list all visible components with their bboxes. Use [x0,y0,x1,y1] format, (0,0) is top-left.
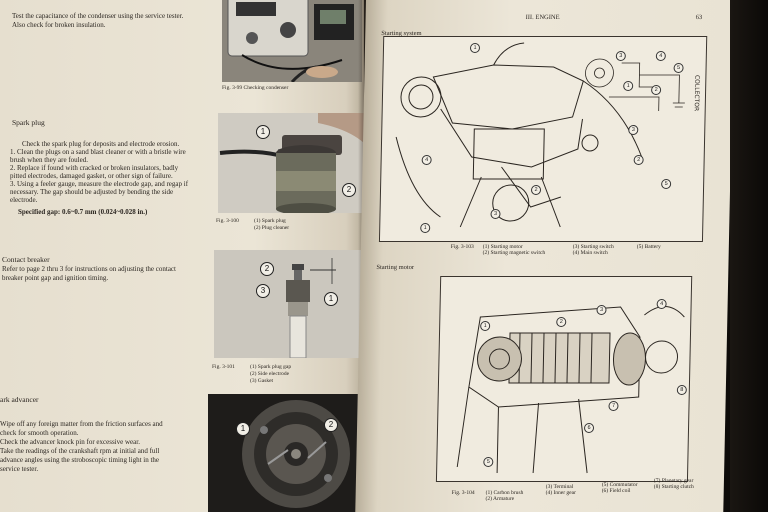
starting-system-diagram: COLLECTOR 1 2 3 4 5 1 2 3 3 4 1 2 5 [378,36,708,242]
fig-3-100-item-1: (1) Spark plug [254,218,286,224]
fig-3-103-item-5: (5) Battery [636,244,661,250]
fig-3-101-item-1: (1) Spark plug gap [250,364,292,370]
fig-3-104-item-4: (4) Inner gear [545,490,576,496]
spark-text-line-6: 3. Using a feeler gauge, measure the ele… [10,180,189,188]
fig-3-101-item-3: (3) Gasket [250,378,274,384]
fig101-callout-2: 2 [260,262,274,276]
condenser-photo [222,0,362,82]
starting-motor-heading: Starting motor [376,264,415,271]
contact-breaker-heading: Contact breaker [2,255,50,264]
advancer-photo: 1 2 [208,394,364,512]
page-number: 63 [695,14,703,21]
fig-3-100-item-2: (2) Plug cleaner [254,225,290,231]
spark-text-line-4: 2. Replace if found with cracked or brok… [10,164,179,172]
contact-text-line-1: Refer to page 2 thru 3 for instructions … [2,265,176,273]
condenser-text-line-2: Also check for broken insulation. [12,21,106,29]
spark-text-line-8: electrode. [10,196,38,204]
fig100-callout-1: 1 [256,125,270,139]
fig-3-104-item-8: (8) Starting clutch [653,484,694,490]
dark-background-edge [730,0,768,512]
condenser-photo-art [222,0,362,82]
plug-cleaner-photo-art [218,113,364,213]
fig101-callout-1: 1 [324,292,338,306]
starting-motor-drawing [456,306,685,474]
fig102-callout-1: 1 [236,422,250,436]
right-page: III. ENGINE 63 Starting system [355,0,734,512]
fig-3-101-item-2: (2) Side electrode [250,371,290,377]
fig101-callout-3: 3 [256,284,270,298]
condenser-text-line-1: Test the capacitance of the condenser us… [12,12,184,20]
spark-plug-gap-photo: 2 3 1 [214,250,364,358]
advancer-text-line-1: Wipe off any foreign matter from the fri… [0,420,163,428]
fig102-callout-2: 2 [324,418,338,432]
starting-motor-diagram: 1 2 3 4 5 6 7 8 [435,276,693,482]
fig-3-104-title: Fig. 3-104 [451,490,475,496]
advancer-text-line-2: check for smooth operation. [0,429,79,437]
spark-plug-gap-photo-art [214,250,364,358]
advancer-photo-art [208,394,364,512]
advancer-text-line-6: service tester. [0,465,39,473]
starting-system-drawing: COLLECTOR [395,42,701,228]
advancer-text-line-5: advance angles using the stroboscopic ti… [0,456,160,464]
fig-3-103-item-4: (4) Main switch [572,250,608,256]
spark-text-line-5: pitted electrodes, damaged gasket, or ot… [10,172,173,180]
schematic-label: COLLECTOR [693,75,701,111]
running-header: III. ENGINE [525,14,560,21]
spark-text-line-1: Check the spark plug for deposits and el… [22,140,180,148]
advancer-text-line-4: Take the readings of the crankshaft rpm … [0,447,160,455]
spark-text-line-3: brush when they are fouled. [10,156,88,164]
spark-text-line-2: 1. Clean the plugs on a sand blast clean… [10,148,186,156]
fig-3-104-item-2: (2) Armature [485,496,515,502]
fig-3-103-item-2: (2) Starting magnetic switch [482,250,546,256]
fig-3-104-item-6: (6) Field coil [601,488,631,494]
fig-3-103-title: Fig. 3-103 [450,244,474,250]
plug-cleaner-photo: 1 2 [218,113,364,213]
fig100-callout-2: 2 [342,183,356,197]
specified-gap: Specified gap: 0.6~0.7 mm (0.024~0.028 i… [18,208,148,216]
fig-3-100-title: Fig. 3-100 [216,218,239,224]
contact-text-line-2: breaker point gap and ignition timing. [2,274,109,282]
fig-3-101-title: Fig. 3-101 [212,364,235,370]
advancer-text-line-3: Check the advancer knock pin for excessi… [0,438,140,446]
spark-plug-heading: Spark plug [12,118,45,127]
fig-3-99-caption: Fig. 3-99 Checking condenser [222,85,289,91]
spark-text-line-7: necessary. The gap should be adjusted by… [10,188,174,196]
left-page: Test the capacitance of the condenser us… [0,0,364,512]
advancer-heading: ark advancer [0,395,39,404]
